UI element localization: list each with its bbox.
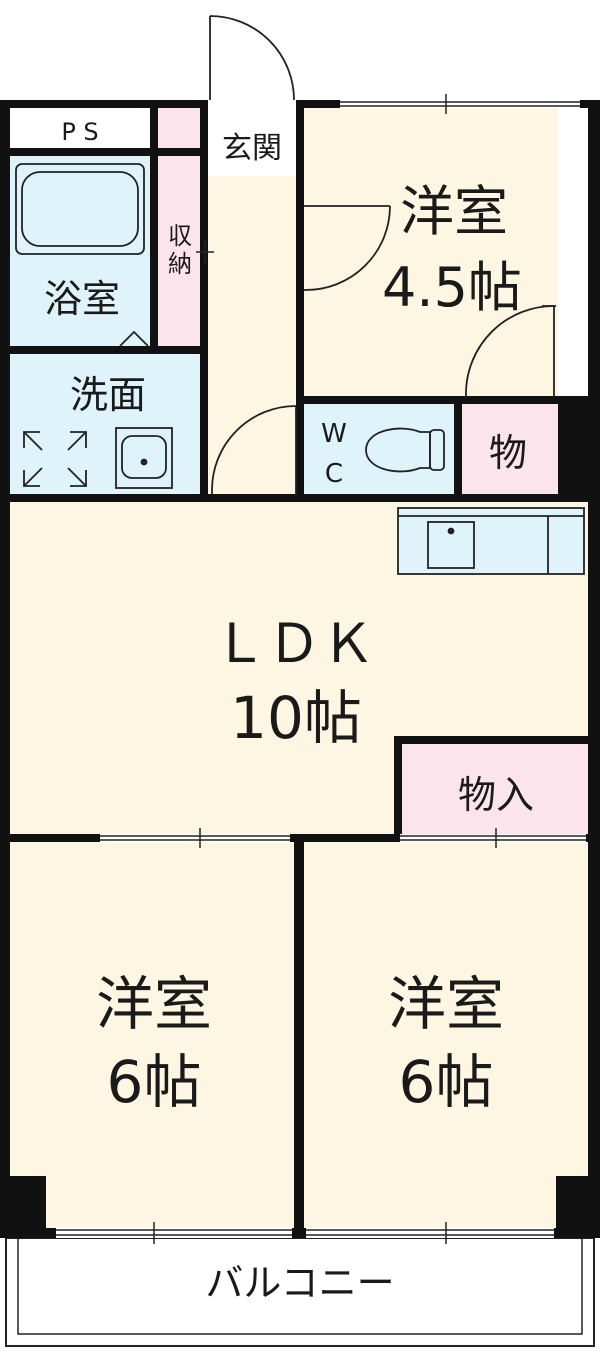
balcony-outline — [5, 1237, 595, 1347]
label-closet-ldk: 物入 — [458, 773, 534, 817]
washer-pan — [23, 431, 87, 487]
doors — [119, 15, 556, 494]
label-storage-1: 収 — [168, 222, 192, 250]
label-washroom: 洗面 — [70, 373, 146, 417]
label-closet-small: 物 — [489, 431, 527, 475]
hall-fill — [208, 176, 296, 494]
bathtub — [15, 163, 145, 255]
label-balcony: バルコニー — [205, 1261, 394, 1305]
washroom-fill — [10, 354, 200, 494]
closet-ldk-fill — [402, 744, 588, 834]
label-entrance: 玄関 — [222, 131, 282, 166]
label-ps: P S — [61, 118, 98, 146]
label-western-6b-size: 6帖 — [399, 1048, 494, 1116]
wash-basin — [115, 427, 173, 489]
label-western-45-size: 4.5帖 — [382, 256, 522, 319]
label-wc-1: W — [321, 419, 347, 449]
wc-fill — [304, 404, 454, 494]
label-ldk-size: 10帖 — [230, 684, 362, 752]
closet-small-fill — [462, 404, 558, 494]
ps-fill — [10, 108, 150, 148]
small-storage-fill — [158, 156, 200, 346]
western-6b-fill — [304, 842, 588, 1228]
label-wc-2: C — [325, 459, 343, 489]
label-western-6a-size: 6帖 — [107, 1048, 202, 1116]
bath-fill — [10, 156, 150, 346]
storage-strip-fill — [158, 108, 200, 148]
kitchen-counter — [397, 507, 585, 575]
windows — [56, 94, 586, 1244]
western-6a-fill — [10, 842, 294, 1228]
entrance-fill — [208, 108, 296, 176]
label-ldk-name: ＬＤＫ — [213, 612, 375, 675]
western-45-fill — [304, 108, 558, 396]
label-western-6b-name: 洋室 — [388, 970, 504, 1038]
label-storage-2: 納 — [168, 250, 192, 278]
label-bath: 浴室 — [44, 277, 120, 321]
toilet — [365, 427, 445, 473]
label-western-45-name: 洋室 — [400, 180, 508, 243]
label-western-6a-name: 洋室 — [96, 970, 212, 1038]
